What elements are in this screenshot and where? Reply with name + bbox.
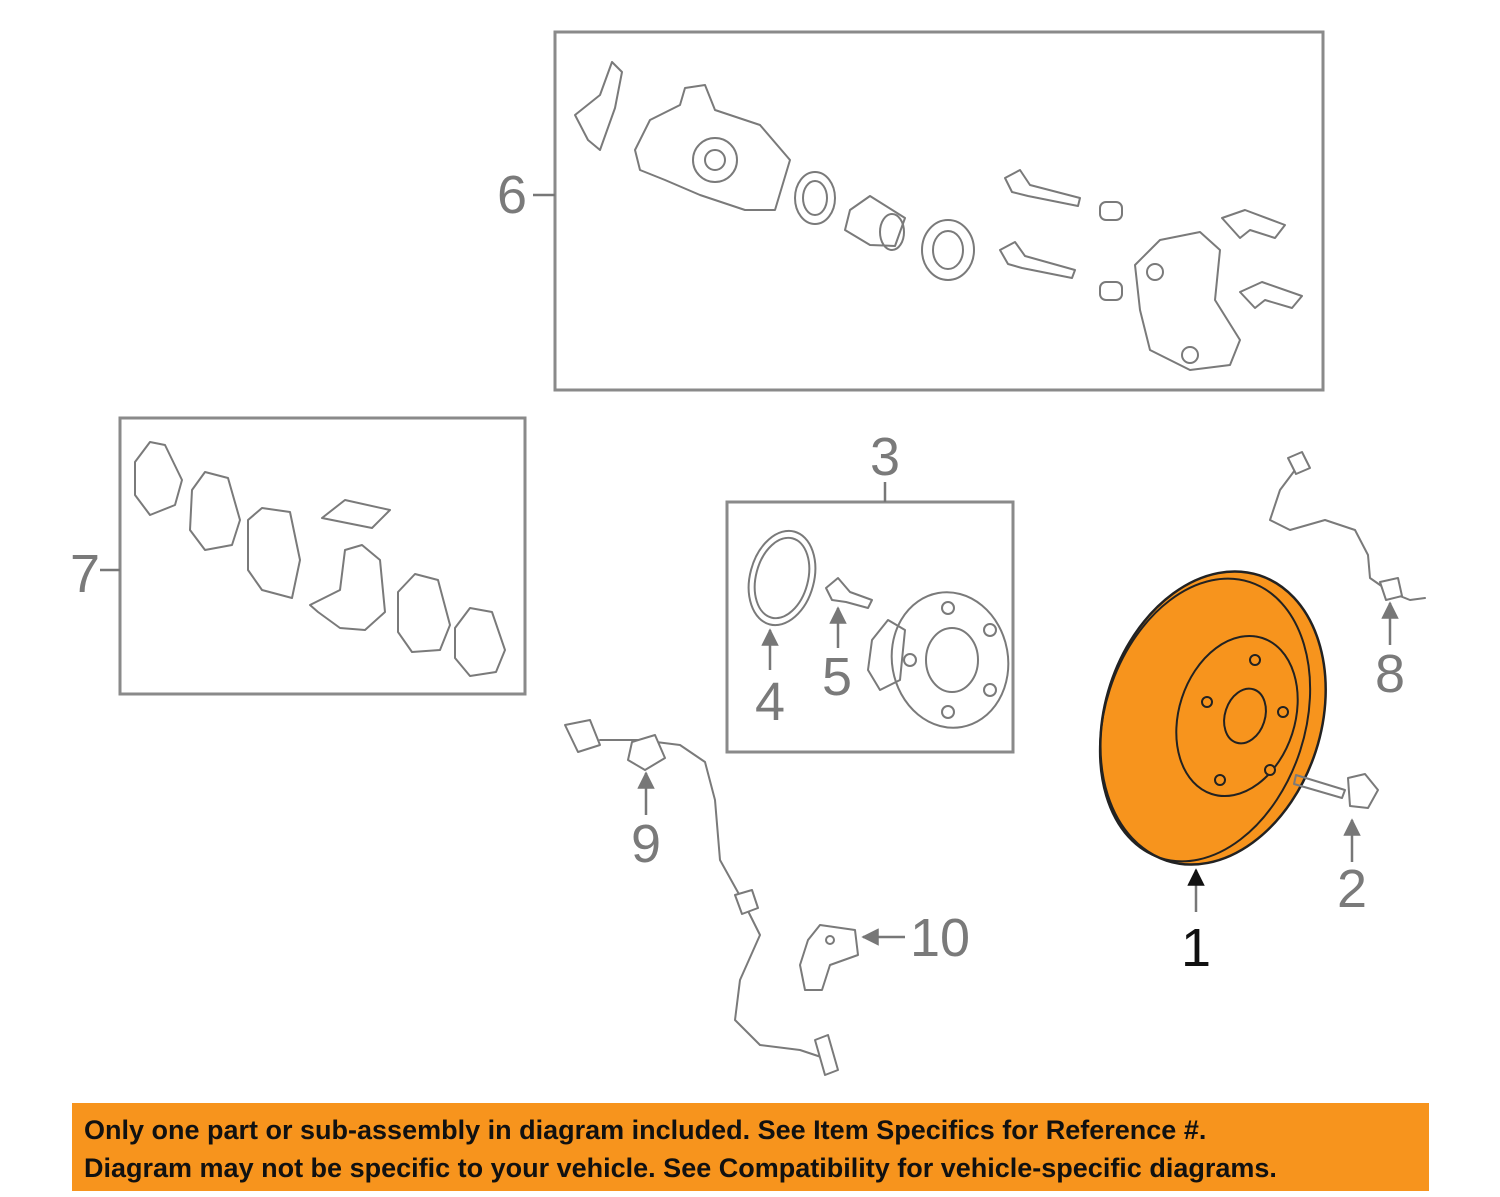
callout-9: 9 (631, 814, 661, 874)
hub-parts (747, 529, 1010, 729)
disclaimer-banner: Only one part or sub-assembly in diagram… (72, 1103, 1429, 1191)
pad-set-parts (134, 441, 506, 677)
callout-3: 3 (870, 427, 900, 487)
disclaimer-line-2: Diagram may not be specific to your vehi… (84, 1153, 1277, 1183)
hub-assembly-box (725, 500, 1015, 754)
callout-2: 2 (1337, 859, 1367, 919)
brake-rotor (1098, 570, 1327, 866)
callout-10: 10 (910, 908, 970, 968)
callout-6: 6 (497, 165, 527, 225)
abs-sensor-wire (599, 739, 831, 1061)
callout-4: 4 (755, 672, 785, 732)
brake-hose (1269, 469, 1426, 601)
callout-8: 8 (1375, 644, 1405, 704)
caliper-parts (574, 61, 1303, 371)
callout-1: 1 (1181, 918, 1211, 978)
caliper-assembly-box (553, 30, 1325, 392)
rotor-bolt (1293, 774, 1346, 799)
callout-5: 5 (822, 647, 852, 707)
disclaimer-line-1: Only one part or sub-assembly in diagram… (84, 1115, 1207, 1145)
sensor-bracket (799, 924, 859, 991)
callout-7: 7 (70, 544, 100, 604)
pad-set-box (118, 416, 527, 696)
